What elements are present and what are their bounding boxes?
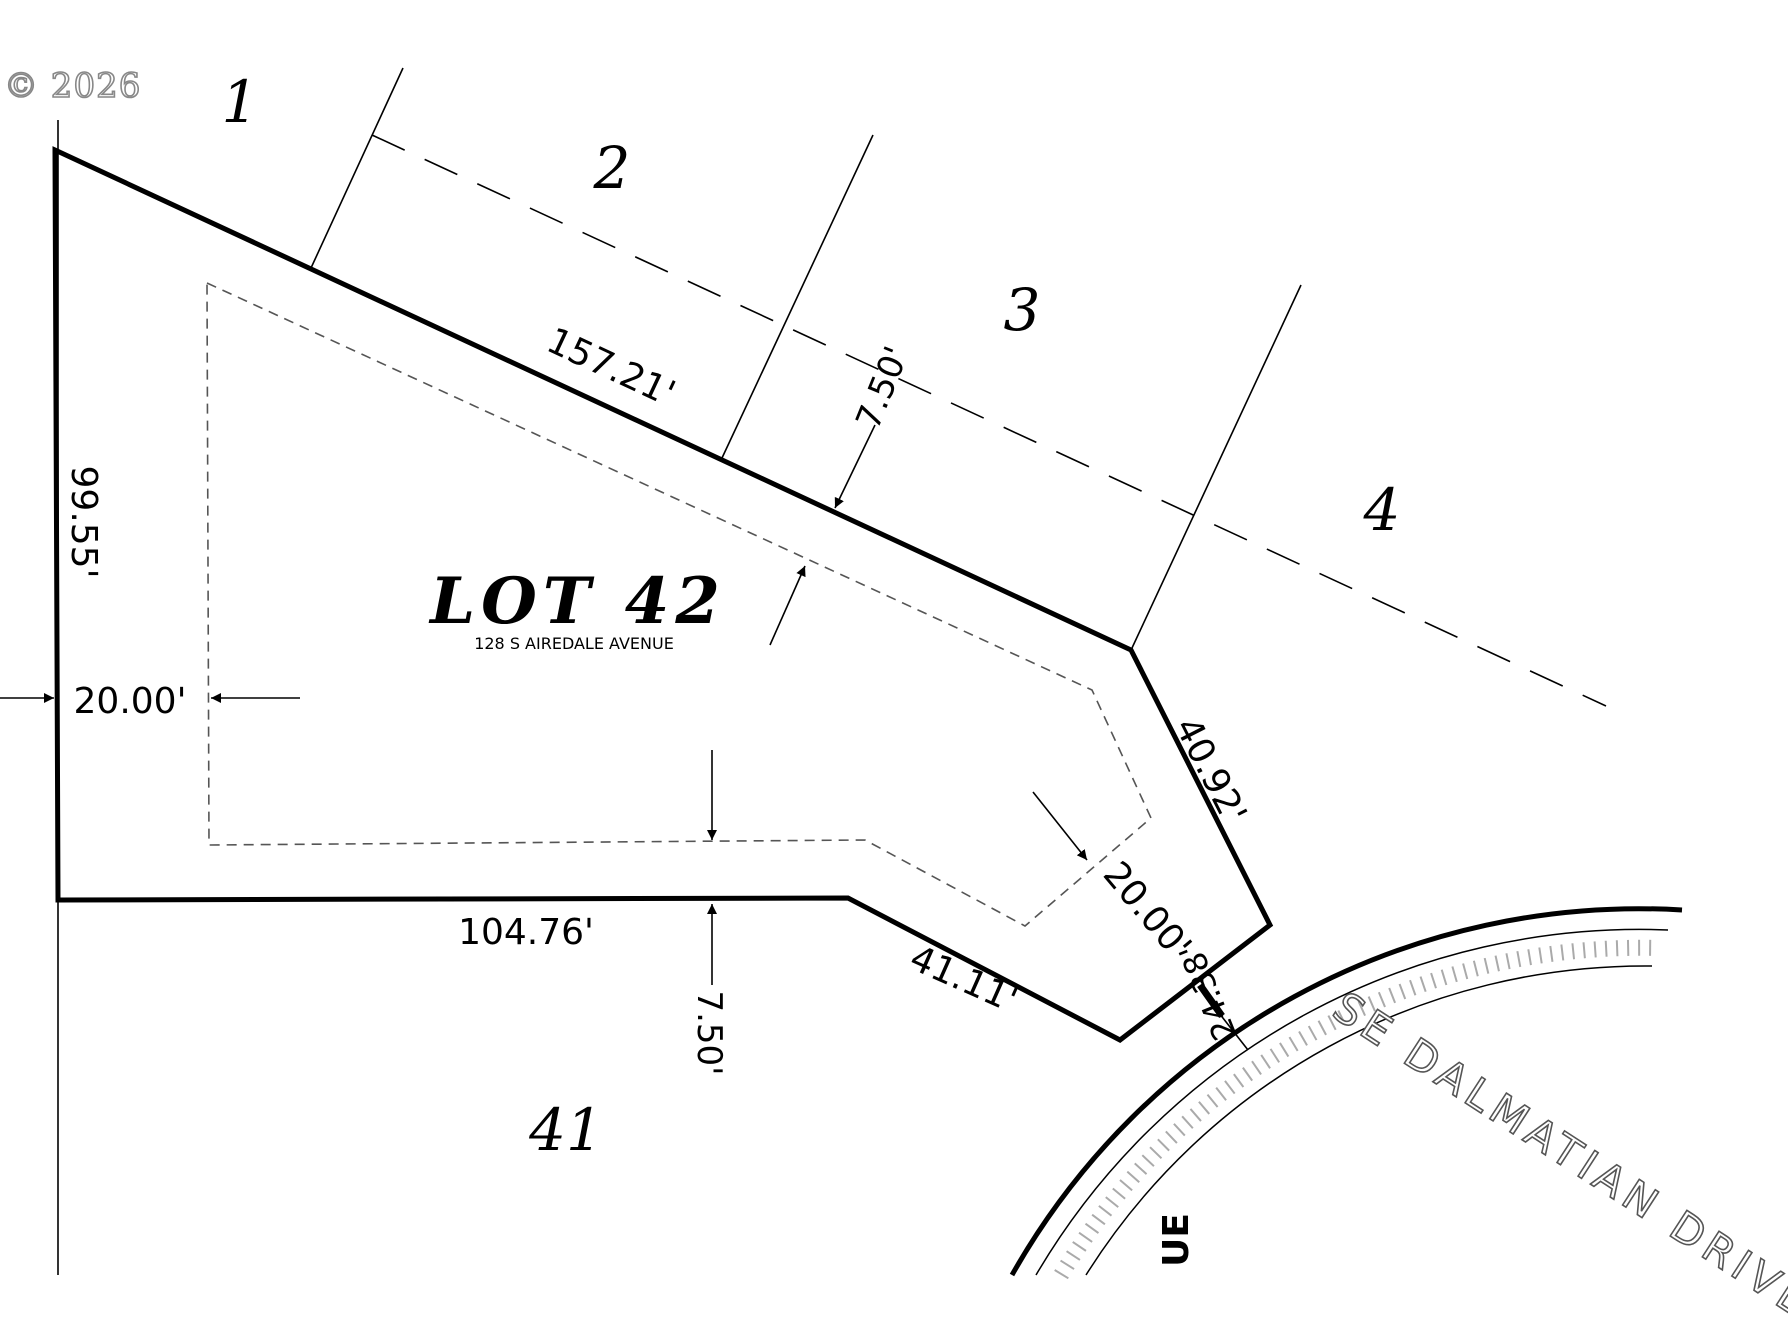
- neighbor-lot-4: 4: [1363, 476, 1401, 544]
- neighbor-lot-2: 2: [593, 134, 631, 202]
- frontage-tick: [1197, 982, 1225, 1019]
- dim-west: 99.55': [63, 466, 104, 579]
- setback-west: 20.00': [74, 681, 187, 722]
- lot-address: 128 S AIREDALE AVENUE: [474, 634, 674, 653]
- lot-title: LOT 42: [428, 564, 726, 639]
- dimension-arrows: [0, 424, 1249, 1051]
- dim-east: 40.92': [1166, 711, 1254, 830]
- neighbor-lot-41: 41: [528, 1096, 603, 1164]
- setback-north: 7.50': [848, 341, 917, 435]
- lot-boundary: [52, 146, 1274, 1043]
- street-drive: SE DALMATIAN DRIVE: [1325, 982, 1788, 1328]
- setback-south: 7.50': [689, 990, 729, 1075]
- setback-front: 20.00': [1095, 854, 1199, 967]
- dim-north: 157.21': [541, 320, 681, 415]
- dim-south: 104.76': [458, 912, 594, 953]
- dim-southeast: 41.11': [904, 938, 1024, 1021]
- building-envelope: [206, 281, 1152, 927]
- copyright-watermark: © 2026: [3, 65, 142, 107]
- rear-easement-line: [371, 134, 1607, 707]
- cul-de-sac: [1009, 906, 1683, 1280]
- neighbor-lot-3: 3: [1004, 276, 1041, 344]
- neighbor-lot-1: 1: [222, 68, 259, 136]
- neighbor-lot-lines: [57, 67, 1302, 1275]
- street-avenue-fragment: UE: [1156, 1213, 1197, 1267]
